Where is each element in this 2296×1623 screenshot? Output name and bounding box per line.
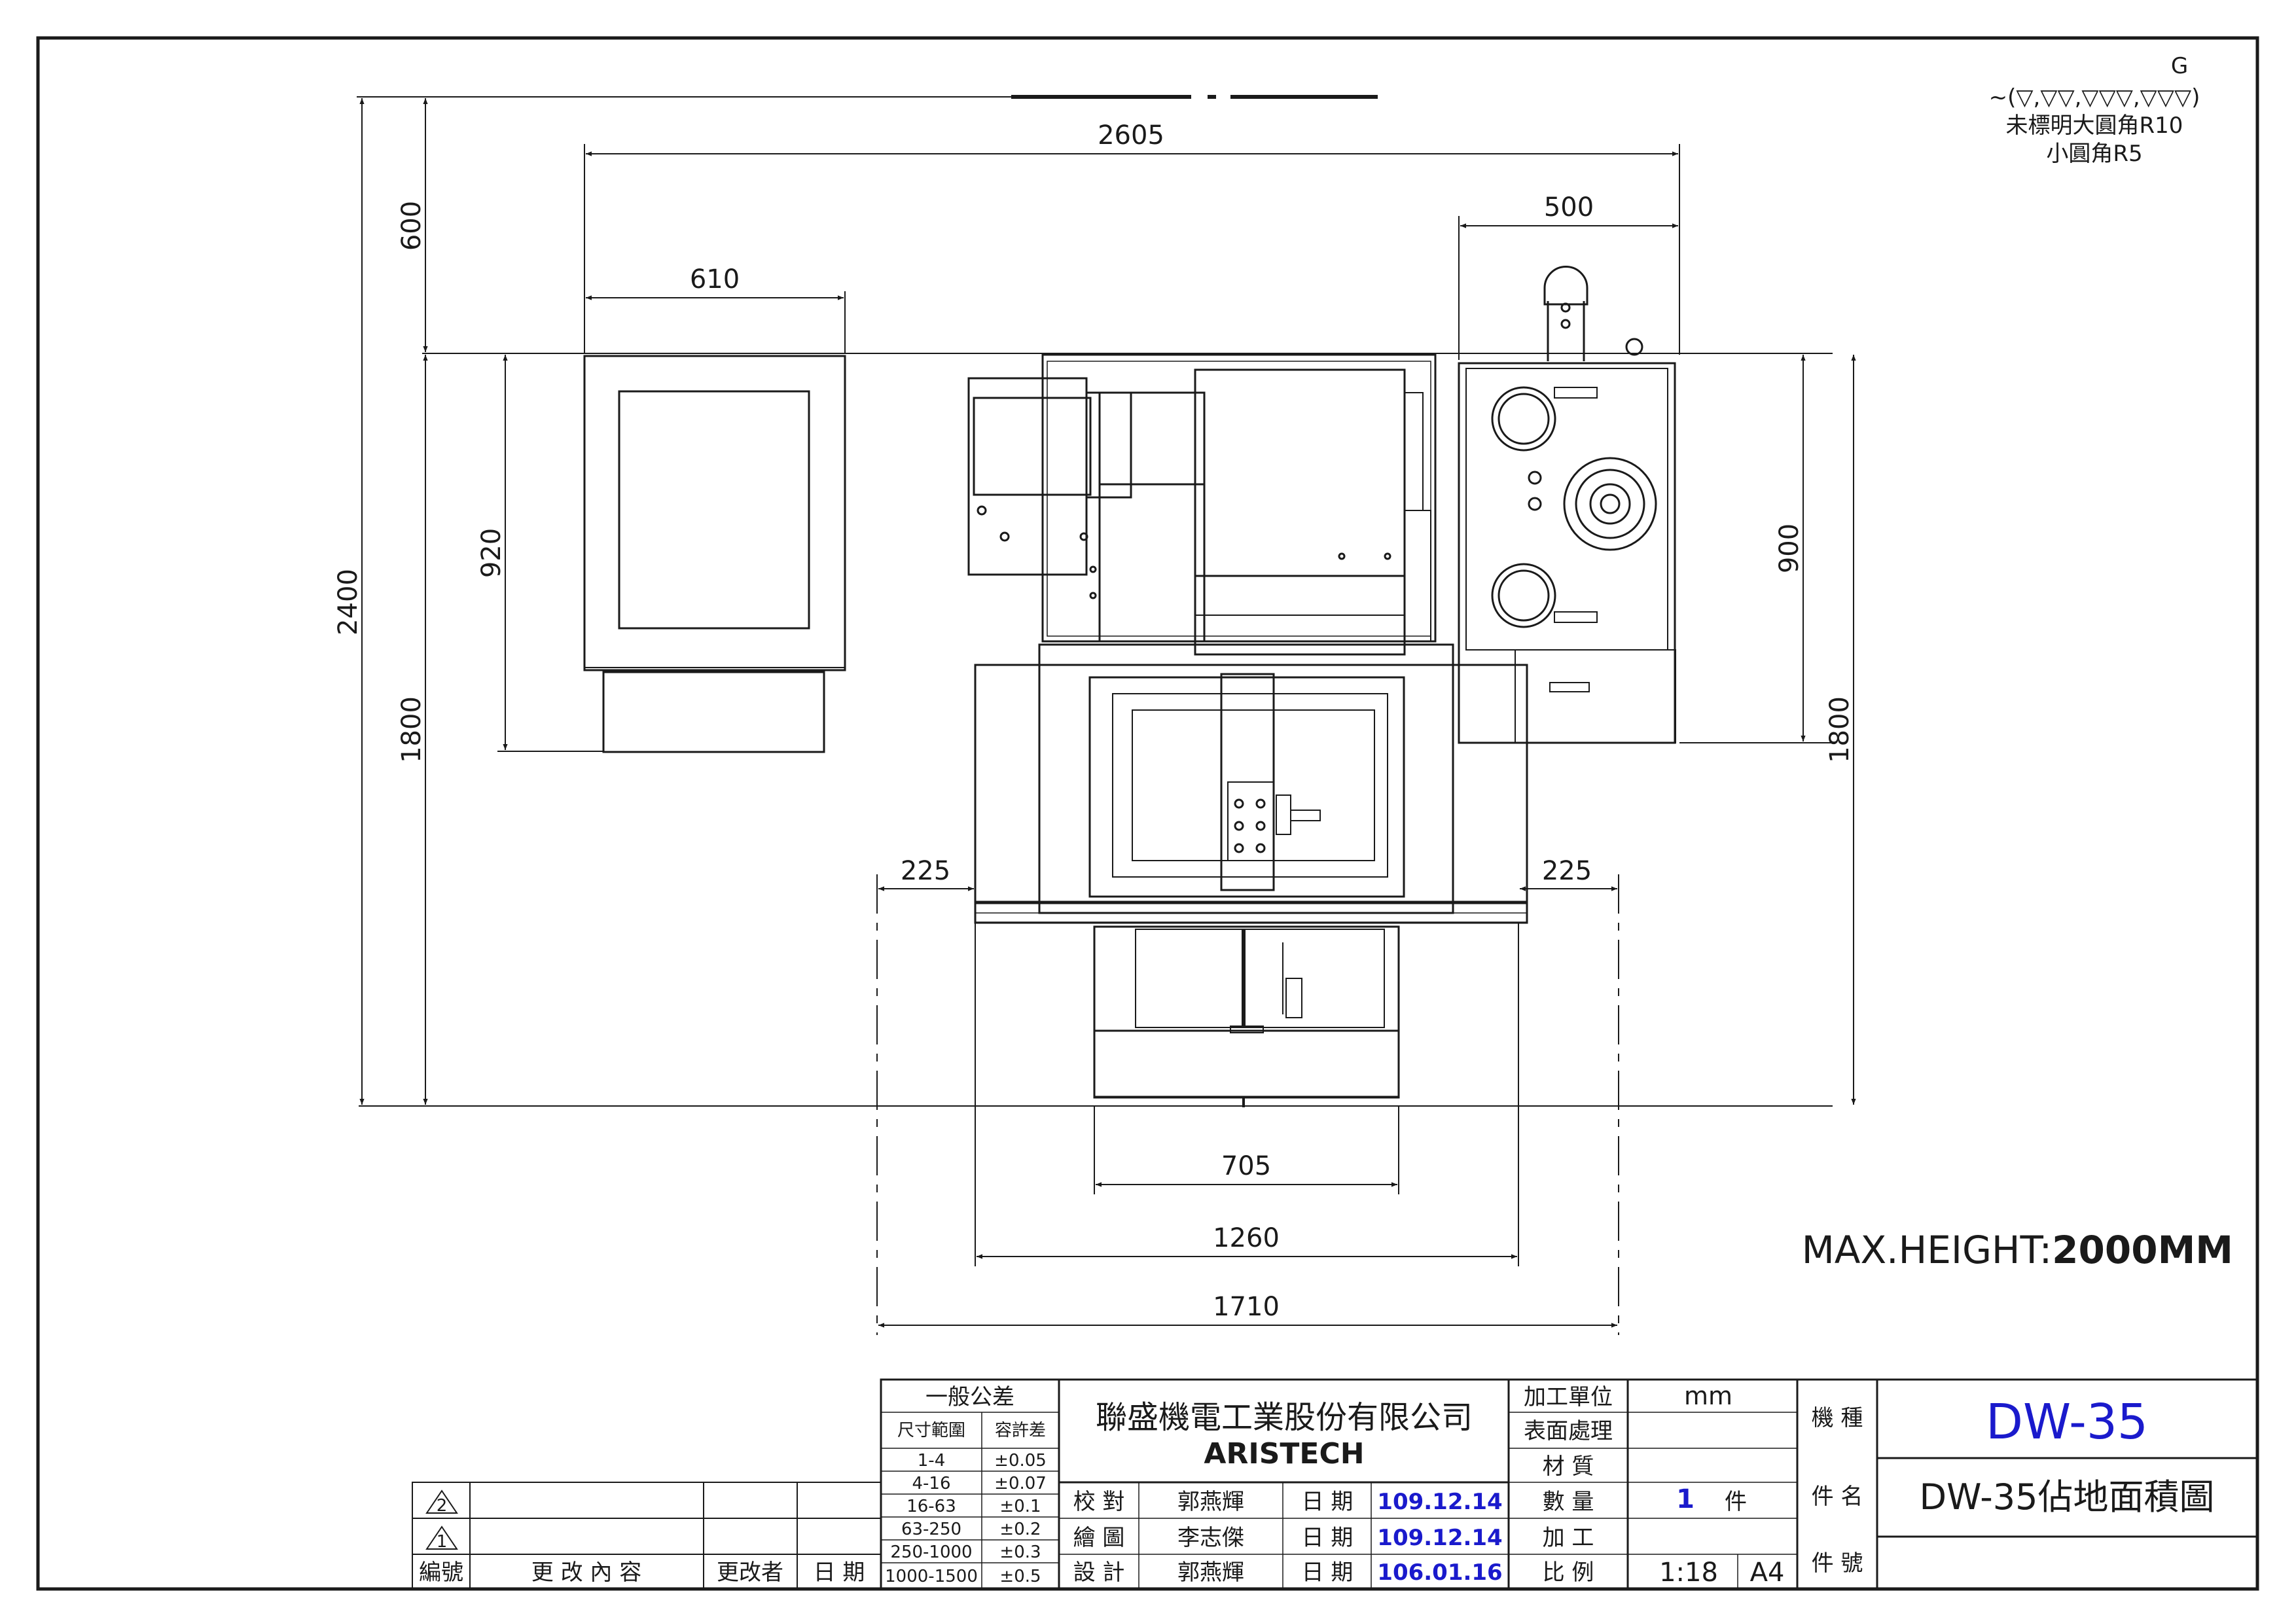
qty-unit: 件 <box>1725 1489 1747 1515</box>
dim-control-width: 610 <box>690 264 740 294</box>
revision-col-by: 更改者 <box>717 1560 783 1586</box>
signoff-date-label-2: 日 期 <box>1302 1560 1354 1586</box>
tolerance-tol-0: ±0.05 <box>994 1451 1047 1471</box>
unit-value: mm <box>1684 1382 1732 1410</box>
fillet-large-note: 未標明大圓角R10 <box>2006 113 2183 139</box>
dim-overall-width-top: 2605 <box>1098 120 1164 151</box>
tolerance-title: 一般公差 <box>925 1384 1014 1410</box>
tolerance-range-1: 4-16 <box>912 1474 950 1493</box>
tolerance-tol-1: ±0.07 <box>994 1474 1047 1493</box>
signoff-date-label-0: 日 期 <box>1302 1489 1354 1515</box>
tolerance-tol-4: ±0.3 <box>999 1543 1041 1562</box>
signoff-name-1: 李志傑 <box>1177 1525 1244 1551</box>
tolerance-range-2: 16-63 <box>906 1497 956 1516</box>
signoff-name-2: 郭燕輝 <box>1177 1560 1244 1586</box>
sheet-border <box>36 36 2259 1591</box>
machine-base <box>1093 925 1400 1107</box>
material-label: 材 質 <box>1543 1454 1594 1480</box>
signoff-name-0: 郭燕輝 <box>1177 1489 1244 1515</box>
part-name-label: 件 名 <box>1812 1484 1863 1510</box>
machining-label: 加 工 <box>1543 1525 1594 1551</box>
title-block: 一般公差 尺寸範圍 容許差 1-4 ±0.05 4-16 ±0.07 16-63… <box>412 1378 2259 1590</box>
tolerance-range-3: 63-250 <box>901 1520 961 1539</box>
revision-2: 2 <box>437 1496 448 1516</box>
tolerance-tol-3: ±0.2 <box>999 1520 1041 1539</box>
dim-machine-depth-right: 1800 <box>1825 696 1855 763</box>
revision-col-date: 日 期 <box>814 1560 865 1586</box>
dim-right-clearance: 225 <box>1542 856 1592 886</box>
finish-symbol: G <box>2171 53 2188 79</box>
company-name-en: ARISTECH <box>1204 1437 1364 1471</box>
max-height-note: MAX.HEIGHT:2000MM <box>1802 1228 2233 1272</box>
dimension-labels: 2400 600 1800 920 610 2605 500 900 1800 … <box>333 120 1855 1322</box>
machine-upper-body <box>967 353 1437 656</box>
tolerance-range-0: 1-4 <box>918 1451 945 1471</box>
signoff-role-1: 繪 圖 <box>1073 1525 1125 1551</box>
control-cabinet <box>583 355 846 753</box>
scale-value: 1:18 <box>1659 1558 1718 1588</box>
dim-machine-depth: 1800 <box>397 696 427 763</box>
finish-grades: ~(▽,▽▽,▽▽▽,▽▽▽) <box>1989 84 2200 111</box>
company-name-zh: 聯盛機電工業股份有限公司 <box>1096 1399 1473 1436</box>
qty-value: 1 <box>1676 1484 1695 1514</box>
signoff-date-1: 109.12.14 <box>1377 1525 1502 1551</box>
dim-top-clearance: 600 <box>397 201 427 251</box>
paper-size: A4 <box>1750 1558 1785 1588</box>
tolerance-col-tol: 容許差 <box>995 1421 1046 1440</box>
unit-label: 加工單位 <box>1524 1384 1613 1410</box>
dim-left-clearance: 225 <box>901 856 950 886</box>
revision-1: 1 <box>437 1532 448 1552</box>
model-value: DW-35 <box>1986 1394 2148 1450</box>
electrical-cabinet <box>1458 266 1676 744</box>
qty-label: 數 量 <box>1543 1489 1594 1515</box>
signoff-role-0: 校 對 <box>1073 1489 1125 1515</box>
part-name-value: DW-35佔地面積圖 <box>1920 1476 2215 1518</box>
dim-table-width: 1260 <box>1213 1223 1280 1253</box>
dim-cabinet-depth: 900 <box>1774 524 1804 573</box>
scale-label: 比 例 <box>1543 1560 1594 1586</box>
revision-col-content: 更 改 內 容 <box>531 1560 641 1586</box>
dim-total-depth: 2400 <box>333 569 363 635</box>
dimension-lines <box>359 98 1856 1335</box>
signoff-date-0: 109.12.14 <box>1377 1489 1502 1515</box>
signoff-date-label-1: 日 期 <box>1302 1525 1354 1551</box>
dim-base-width: 705 <box>1221 1151 1271 1181</box>
machine-table <box>974 643 1528 924</box>
surface-label: 表面處理 <box>1524 1418 1613 1444</box>
fillet-small-note: 小圓角R5 <box>2046 141 2142 167</box>
part-no-label: 件 號 <box>1812 1550 1863 1577</box>
tolerance-tol-5: ±0.5 <box>999 1567 1041 1586</box>
max-height-label: MAX.HEIGHT: <box>1802 1228 2052 1272</box>
svg-text:MAX.HEIGHT:2000MM: MAX.HEIGHT:2000MM <box>1802 1228 2233 1272</box>
max-height-value: 2000MM <box>2052 1228 2233 1272</box>
revision-col-no: 編號 <box>419 1560 463 1586</box>
signoff-role-2: 設 計 <box>1073 1560 1125 1586</box>
dim-overall-width-bottom: 1710 <box>1213 1292 1280 1322</box>
tolerance-range-5: 1000-1500 <box>885 1567 978 1586</box>
signoff-date-2: 106.01.16 <box>1377 1560 1502 1586</box>
dim-cabinet-width: 500 <box>1544 192 1594 223</box>
model-label: 機 種 <box>1812 1405 1863 1431</box>
tolerance-col-range: 尺寸範圍 <box>897 1421 965 1440</box>
dim-control-depth: 920 <box>476 528 507 578</box>
tolerance-tol-2: ±0.1 <box>999 1497 1041 1516</box>
surface-finish-note: G ~(▽,▽▽,▽▽▽,▽▽▽) 未標明大圓角R10 小圓角R5 <box>1989 53 2200 167</box>
tolerance-range-4: 250-1000 <box>890 1543 972 1562</box>
